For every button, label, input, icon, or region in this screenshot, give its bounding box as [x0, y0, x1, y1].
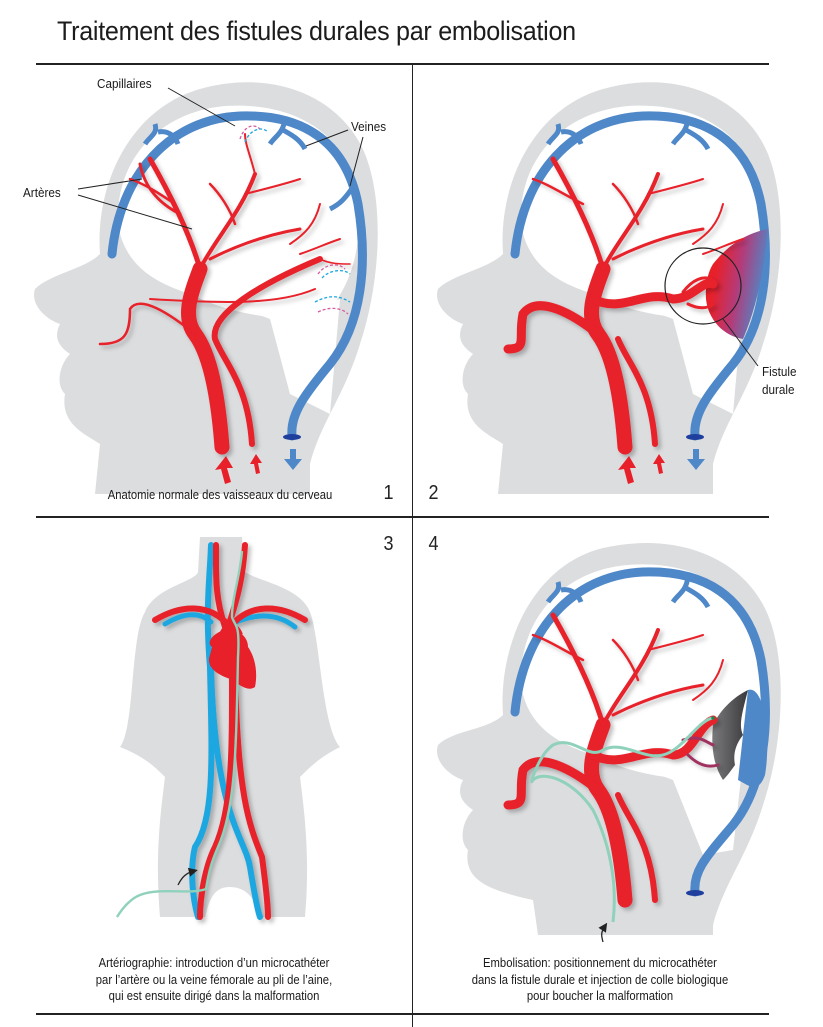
panel-4-embolization [437, 543, 781, 943]
panel-4-caption: Embolisation: positionnement du microcat… [447, 955, 753, 1005]
panel-3-caption-line: qui est ensuite dirigé dans la malformat… [108, 989, 320, 1003]
center-divider [412, 63, 414, 1027]
label-capillaries: Capillaires [97, 76, 152, 91]
fistula-highlight-circle [664, 247, 742, 325]
panel-3-arteriography [115, 537, 340, 920]
bottom-divider [36, 1013, 769, 1015]
artery-flow-arrow-small [250, 454, 262, 474]
panel-1-caption: Anatomie normale des vaisseaux du cervea… [76, 487, 364, 504]
dural-fistula [705, 229, 768, 339]
panel-3-caption-line: par l’artère ou la veine fémorale au pli… [95, 972, 333, 987]
panel-1-caption-line: Anatomie normale des vaisseaux du cervea… [107, 488, 333, 502]
top-divider [36, 63, 769, 65]
insertion-arrow [598, 922, 608, 943]
insertion-arrow [177, 867, 198, 886]
label-arteries: Artères [23, 185, 61, 200]
panel-4-number: 4 [428, 533, 439, 555]
artery-flow-arrow-large [215, 456, 233, 484]
label-dural-fistula: Fistule durale [762, 364, 797, 397]
microcatheter [115, 550, 244, 918]
label-veins: Veines [351, 119, 387, 134]
panel-3-caption: Artériographie: introduction d’un microc… [61, 955, 367, 1005]
panel-1-number: 1 [383, 482, 394, 504]
panel-1-normal-anatomy [34, 82, 378, 495]
panel-4-caption-line: pour boucher la malformation [526, 989, 674, 1003]
panel-3-number: 3 [383, 533, 394, 555]
panel-4-caption-line: dans la fistule durale et injection de c… [471, 972, 729, 987]
glue-embolus [712, 690, 748, 780]
panel-2-number: 2 [428, 482, 439, 504]
panel-4-caption-line: Embolisation: positionnement du microcat… [483, 956, 717, 970]
panel-2-fistula [437, 82, 781, 495]
panel-3-caption-line: Artériographie: introduction d’un microc… [98, 956, 330, 970]
heart [208, 629, 257, 689]
microcatheter [530, 716, 714, 923]
middle-divider [36, 516, 769, 518]
page-title: Traitement des fistules durales par embo… [57, 16, 576, 46]
vein-flow-arrow [284, 449, 302, 470]
